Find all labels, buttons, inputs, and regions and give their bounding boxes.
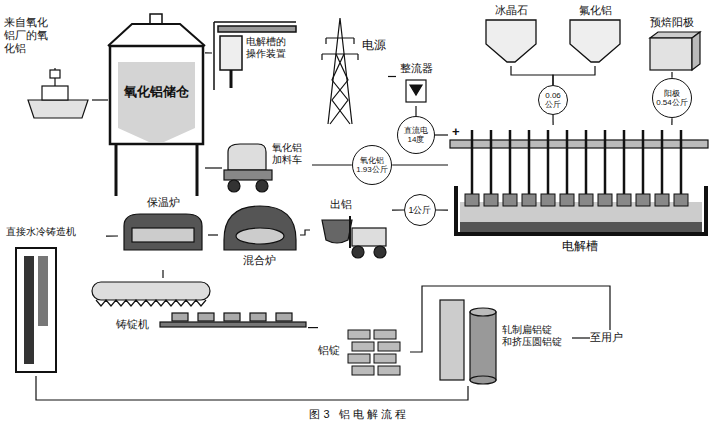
silo-drawing xyxy=(108,14,205,196)
feed-truck-drawing xyxy=(224,144,272,192)
connector-line xyxy=(435,134,448,135)
source-ship: 来自氧化 铝厂的氧 化铝 xyxy=(4,14,92,125)
quantity-circle: 氧化铝 1.93公斤 xyxy=(352,145,392,185)
connector-line xyxy=(552,115,553,125)
ingot-stack: 铝锭 xyxy=(318,322,410,382)
hopper-drawing xyxy=(486,20,620,62)
connector-line xyxy=(511,66,553,85)
circle-text: 氧化铝 1.93公斤 xyxy=(353,156,391,174)
quantity-circle: 0.06 公斤 xyxy=(538,85,568,115)
connector-line xyxy=(162,270,163,278)
mixing-furnace-drawing xyxy=(224,206,296,250)
connector-line xyxy=(312,164,352,165)
power-tower-drawing xyxy=(322,18,358,124)
connector-line xyxy=(36,376,468,400)
polarity-sign: + xyxy=(452,124,460,140)
connector-line xyxy=(436,209,448,210)
caster-drawing xyxy=(16,248,56,372)
node-text: 铝锭 xyxy=(318,344,344,357)
connector-line xyxy=(300,230,310,235)
connector-line xyxy=(572,337,590,338)
node-text: 来自氧化 铝厂的氧 化铝 xyxy=(4,16,54,56)
node-text: 至用户 xyxy=(590,331,630,344)
tapping-truck-drawing xyxy=(322,216,386,258)
circle-text: 1公斤 xyxy=(408,205,431,215)
node-text: 出铝 xyxy=(330,198,360,211)
connector-line xyxy=(388,76,396,77)
anode-block-drawing xyxy=(650,32,700,70)
node-text: 氧化铝储仓 xyxy=(108,84,205,100)
ingot-caster: 铸锭机 xyxy=(86,278,308,340)
connector-line xyxy=(415,106,416,116)
dc-casting-machine: 直接水冷铸造机 xyxy=(6,226,106,376)
fluoride-hopper: 氟化铝 xyxy=(566,4,624,66)
operating-unit: 电解槽的 操作装置 xyxy=(212,14,298,92)
node-text: 轧制扁铝锭 和挤压圆铝锭 xyxy=(502,324,572,348)
tapping-truck: 出铝 xyxy=(310,198,392,262)
node-text: 铸锭机 xyxy=(116,318,156,331)
connector-line xyxy=(106,235,118,236)
node-text: 电源 xyxy=(362,38,388,52)
node-text: 电解槽的 操作装置 xyxy=(246,36,298,60)
connector-line xyxy=(553,66,595,85)
quantity-circle: 1公斤 xyxy=(404,194,436,226)
node-text: 氟化铝 xyxy=(566,4,624,17)
connector-line xyxy=(410,286,610,352)
connector-line xyxy=(671,72,672,78)
node-text: 电解槽 xyxy=(448,239,712,253)
rectifier-drawing xyxy=(406,80,426,102)
mixing-furnace: 混合炉 xyxy=(218,200,300,270)
billet-drawing xyxy=(440,300,496,384)
node-text: 预焙阳极 xyxy=(640,16,704,29)
storage-silo: 氧化铝储仓 xyxy=(108,14,205,196)
destination-text: 至用户 xyxy=(590,330,630,346)
node-text: 氧化铝 加料车 xyxy=(272,142,312,166)
node-text: 整流器 xyxy=(396,62,436,75)
circle-text: 阳极 0.54公斤 xyxy=(654,89,690,107)
connector-line xyxy=(392,209,404,210)
holding-furnace-drawing xyxy=(124,214,202,250)
quantity-circle: 直流电 14度 xyxy=(397,116,435,154)
connector-line xyxy=(208,234,218,235)
connector-line xyxy=(308,327,318,328)
electrolysis-cell: 电解槽 xyxy=(448,125,712,260)
connector-line xyxy=(392,164,448,165)
circle-text: 0.06 公斤 xyxy=(539,91,567,109)
holding-furnace: 保温炉 xyxy=(118,196,208,270)
connector-line xyxy=(671,118,672,125)
node-text: 保温炉 xyxy=(118,196,208,209)
connector-line xyxy=(205,167,222,168)
quantity-circle: 阳极 0.54公斤 xyxy=(652,78,692,118)
connector-line xyxy=(92,99,108,100)
ingot-stack-drawing xyxy=(348,330,400,375)
ship-drawing xyxy=(28,68,88,118)
rectifier: 整流器 xyxy=(396,62,436,106)
circle-text: 直流电 14度 xyxy=(398,126,434,144)
figure-caption: 图3 铝电解流程 xyxy=(309,408,408,421)
feed-truck: 氧化铝 加料车 xyxy=(222,140,312,196)
cryolite-hopper: 冰晶石 xyxy=(482,4,540,66)
cell-drawing xyxy=(450,130,708,234)
node-text: 混合炉 xyxy=(218,254,300,267)
rolled-extruded-product: 轧制扁铝锭 和挤压圆铝锭 xyxy=(432,296,572,386)
node-text: 冰晶石 xyxy=(482,4,540,17)
connector-line xyxy=(205,52,212,53)
power-tower: 电源 xyxy=(318,16,388,126)
anode-box: 预焙阳极 xyxy=(640,16,704,72)
node-text: 直接水冷铸造机 xyxy=(6,226,96,238)
